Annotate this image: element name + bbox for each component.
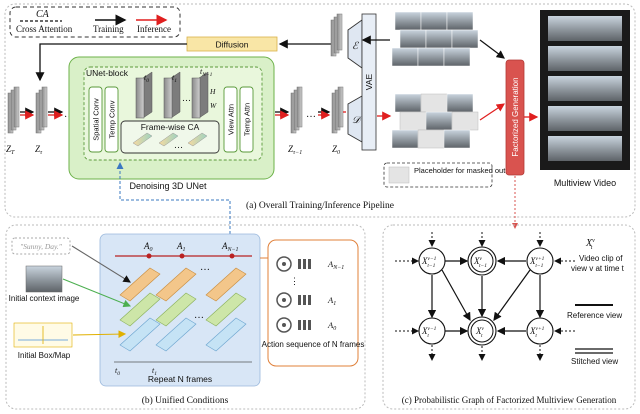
spatial-conv-box	[88, 86, 103, 153]
label-t1-cond: t1	[152, 366, 157, 377]
graph-legend-text-1: Video clip of	[579, 254, 623, 263]
ellipsis-actions: …	[200, 262, 210, 273]
label-AN1: AN−1	[221, 241, 239, 253]
box-map-label: Initial Box/Map	[18, 351, 71, 360]
film-strip	[540, 10, 630, 170]
label-t1-unet: t1	[172, 73, 177, 84]
svg-text:Xvt: Xvt	[475, 326, 485, 339]
label-z-tau-1: Zτ−1	[288, 144, 302, 156]
context-image-label: Initial context image	[9, 294, 80, 303]
label-A0: A0	[143, 241, 153, 253]
ellipsis-slabs: …	[182, 93, 191, 103]
multiview-grid-top	[391, 11, 479, 67]
factorized-generation-label: Factorized Generation	[511, 77, 520, 156]
svg-text:Xv+1t−1: Xv+1t−1	[529, 256, 545, 269]
caption-a: (a) Overall Training/Inference Pipeline	[246, 200, 394, 211]
graph-node-x-t-v+1	[526, 317, 554, 345]
temp-conv-box	[104, 86, 119, 153]
reference-view-label: Reference view	[567, 311, 622, 320]
frame-wise-ca-label: Frame-wise CA	[141, 122, 200, 132]
placeholder-box	[383, 162, 493, 188]
spatial-conv-label: Spatial Conv	[92, 98, 101, 141]
label-A1-seq: A1	[327, 295, 336, 307]
legend-training-label: Training	[93, 24, 124, 34]
placeholder-label: Placeholder for masked out view	[414, 166, 523, 175]
ellipsis-cubes: …	[174, 140, 183, 150]
svg-text:Xv−1t: Xv−1t	[421, 326, 437, 339]
graph-legend-text-2: view v at time t	[571, 264, 625, 273]
temp-conv-label: Temp Conv	[108, 100, 117, 138]
label-A1: A1	[176, 241, 186, 253]
label-H: H	[209, 87, 216, 96]
legend-ca-symbol: CA	[36, 9, 50, 20]
prompt-text: "Sunny, Day."	[20, 242, 63, 251]
panel-c-frame	[382, 224, 636, 410]
temp-attn-box	[239, 86, 254, 153]
label-z-T: ZT	[6, 144, 15, 156]
latent-z-tau-1	[290, 86, 303, 134]
label-z-tau: Zτ	[35, 144, 43, 156]
label-t0-unet: t0	[144, 73, 149, 84]
latent-z-tau	[35, 86, 48, 134]
initial-context-image	[25, 265, 63, 293]
svg-text:Xv+1t: Xv+1t	[529, 326, 545, 339]
label-z-0: Z0	[332, 144, 340, 156]
caption-b: (b) Unified Conditions	[142, 395, 229, 406]
label-tN1-unet: tN−1	[200, 67, 213, 78]
label-AN1-seq: AN−1	[327, 259, 344, 271]
legend-inference-label: Inference	[137, 24, 171, 34]
latent-z-T	[7, 86, 20, 134]
placeholder-swatch	[388, 166, 410, 184]
label-W: W	[210, 101, 217, 110]
graph-node-x-t-1-v-1	[418, 247, 446, 275]
svg-text:Xv−1t−1: Xv−1t−1	[421, 256, 437, 269]
decoder-symbol: 𝒟	[352, 115, 362, 126]
vae-label: VAE	[364, 73, 374, 90]
graph-node-x-t-1-v	[467, 246, 497, 276]
label-A0-seq: A0	[327, 320, 336, 332]
pedal-icon	[298, 259, 311, 330]
denoising-label: Denoising 3D UNet	[129, 181, 207, 191]
prompt-box	[11, 237, 71, 255]
svg-text:Xvt−1: Xvt−1	[473, 256, 487, 269]
frame-wise-slabs	[135, 71, 209, 119]
repeat-label: Repeat N frames	[148, 374, 212, 384]
multiview-grid-bottom	[391, 93, 479, 149]
ellipsis-cube-row: …	[194, 310, 204, 321]
encoder-symbol: ℰ	[352, 41, 359, 52]
action-sequence-box	[267, 239, 359, 367]
legend: CA Cross Attention Training Inference	[9, 6, 181, 38]
vae-box	[361, 13, 377, 151]
diffusion-label: Diffusion	[216, 40, 249, 50]
legend-ca-label: Cross Attention	[16, 24, 73, 34]
graph-edges	[395, 232, 575, 361]
stitched-view-label: Stitched view	[571, 357, 618, 366]
graph-node-x-t-1-v+1	[526, 247, 554, 275]
steering-wheel-icon	[276, 256, 292, 333]
temp-attn-label: Temp Attn	[243, 103, 252, 136]
label-t0-cond: t0	[115, 366, 120, 377]
latent-encoded	[330, 13, 343, 57]
graph-node-x-t-v-1	[418, 317, 446, 345]
ellipsis-mid: …	[306, 109, 316, 120]
view-attn-box	[223, 86, 238, 153]
action-sequence-label: Action sequence of N frames	[262, 340, 365, 349]
condition-cubes	[119, 267, 247, 352]
multiview-video-label: Multiview Video	[554, 178, 616, 188]
frame-wise-cubes	[132, 132, 208, 147]
diffusion-arrow-back	[35, 43, 187, 82]
panel-a-frame	[4, 3, 636, 218]
latent-z-0	[331, 86, 344, 134]
ellipsis-seq: ⋮	[290, 276, 299, 286]
graph-node-x-t-v	[467, 316, 497, 346]
caption-c: (c) Probabilistic Graph of Factorized Mu…	[402, 395, 617, 405]
unet-block-label: UNet-block	[86, 68, 129, 78]
panel-b-frame	[5, 224, 366, 410]
view-attn-label: View Attn	[227, 104, 236, 135]
